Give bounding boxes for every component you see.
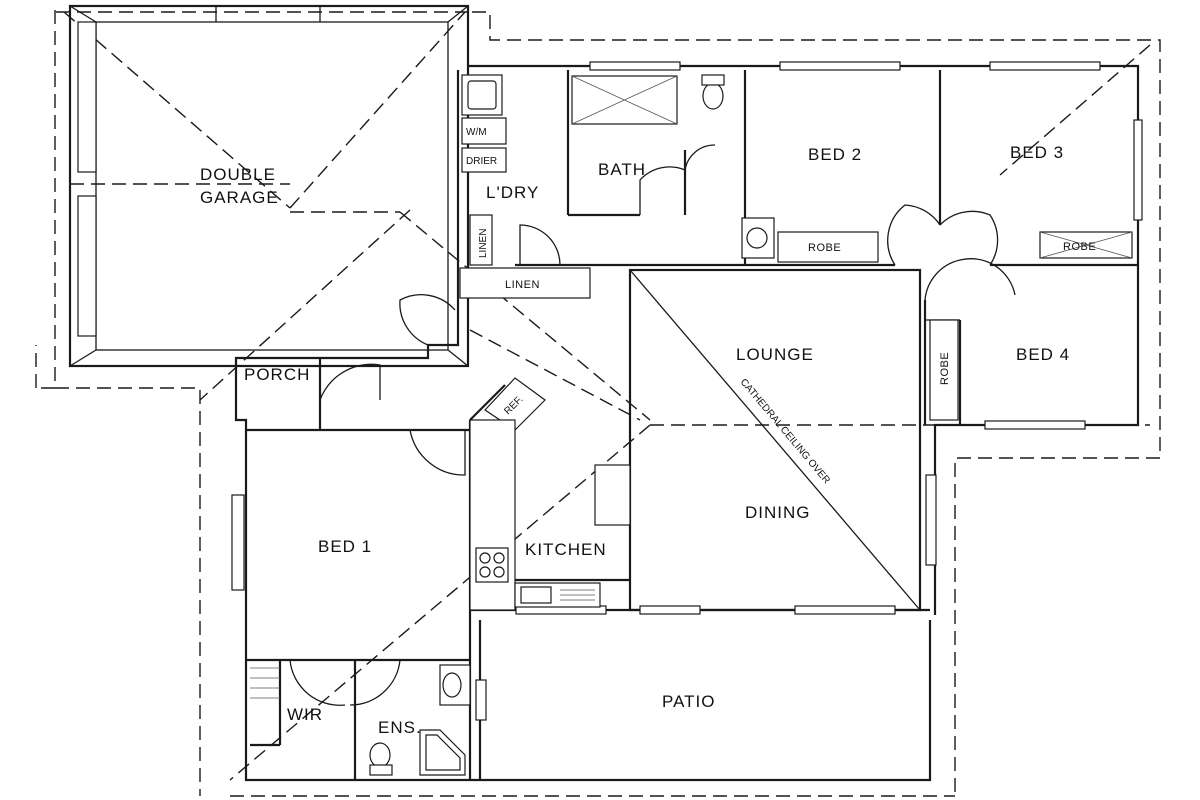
roof-hips xyxy=(63,11,1151,781)
lounge-label: LOUNGE xyxy=(736,345,814,364)
garage-label-line1: DOUBLE xyxy=(200,165,276,184)
garage-walls xyxy=(68,4,470,368)
patio-label: PATIO xyxy=(662,692,716,711)
robe-bed4-label: ROBE xyxy=(939,352,951,385)
robe-bed2-label: ROBE xyxy=(808,242,841,254)
robe-bed3-label: ROBE xyxy=(1063,241,1096,253)
cathedral-ceiling-line xyxy=(629,269,921,611)
laundry-label: L'DRY xyxy=(486,183,539,202)
drier-label: DRIER xyxy=(466,156,497,167)
bath-label: BATH xyxy=(598,160,646,179)
porch-label: PORCH xyxy=(244,365,310,384)
room-labels: DOUBLE GARAGE L'DRY BATH BED 2 BED 3 BED… xyxy=(200,143,1070,737)
ensuite-label: ENS. xyxy=(378,718,422,737)
bed1-label: BED 1 xyxy=(318,537,372,556)
bed4-label: BED 4 xyxy=(1016,345,1070,364)
door-swings xyxy=(289,144,1016,706)
dining-label: DINING xyxy=(745,503,811,522)
garage-label-line2: GARAGE xyxy=(200,188,279,207)
windows xyxy=(231,61,1143,721)
roof-outline xyxy=(35,10,1161,797)
cathedral-ceiling-label: CATHEDRAL CEILING OVER xyxy=(738,377,832,486)
bed3-label: BED 3 xyxy=(1010,143,1064,162)
fixtures xyxy=(250,74,1133,776)
wir-label: WIR xyxy=(287,705,323,724)
kitchen-label: KITCHEN xyxy=(525,540,607,559)
linen-horizontal-label: LINEN xyxy=(505,279,540,291)
bed2-label: BED 2 xyxy=(808,145,862,164)
linen-vertical-label: LINEN xyxy=(478,229,489,258)
washing-machine-label: W/M xyxy=(466,127,487,138)
